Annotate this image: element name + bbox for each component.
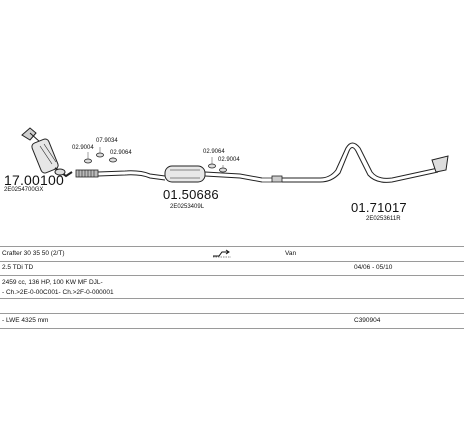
info-row-engine: 2.5 TDi TD 04/06 - 05/10	[0, 261, 464, 276]
road-icon	[212, 248, 232, 260]
catalytic-converter-part[interactable]	[21, 127, 73, 178]
clamp-e-label[interactable]: 02.9004	[218, 157, 240, 163]
rear-code-label[interactable]: 01.71017	[351, 200, 407, 215]
catalyst-ref-label: 2E0254700GX	[4, 187, 44, 193]
middle-code-label[interactable]: 01.50686	[163, 187, 219, 202]
years-cell: 04/06 - 05/10	[354, 264, 393, 271]
info-row-blank	[0, 299, 464, 314]
rear-pipe-part[interactable]	[282, 142, 449, 183]
middle-silencer-part[interactable]	[164, 165, 263, 183]
body-type-cell: Van	[285, 250, 297, 257]
clamp-d-label[interactable]: 02.9064	[203, 149, 225, 155]
flex-pipe-part[interactable]	[75, 169, 99, 178]
catalyst-code-label[interactable]: 17.00100	[4, 172, 64, 188]
info-row-model: Crafter 30 35 50 (2/T) Van	[0, 246, 464, 262]
pipe-joint	[262, 175, 283, 183]
middle-ref-label: 2E0253409L	[170, 204, 205, 210]
clamp-b-label[interactable]: 07.9034	[96, 138, 118, 144]
rear-ref-label: 2E0253611R	[366, 216, 401, 222]
exhaust-diagram	[21, 127, 449, 183]
info-row-specs: 2459 cc, 136 HP, 100 KW MF DJL- - Ch.>2E…	[0, 276, 464, 299]
catalog-number-cell: C390904	[354, 317, 381, 324]
specs-cell: 2459 cc, 136 HP, 100 KW MF DJL-	[2, 279, 103, 286]
engine-cell: 2.5 TDi TD	[2, 264, 34, 271]
wheelbase-cell: - LWE 4325 mm	[2, 317, 49, 324]
model-cell: Crafter 30 35 50 (2/T)	[2, 250, 65, 257]
info-row-wheelbase: - LWE 4325 mm C390904	[0, 314, 464, 329]
clamp-icon[interactable]	[84, 152, 227, 173]
clamp-a-label[interactable]: 02.9004	[72, 145, 94, 151]
chassis-cell: - Ch.>2E-0-00C001- Ch.>2F-0-000001	[2, 289, 114, 296]
front-pipe	[97, 170, 166, 181]
clamp-c-label[interactable]: 02.9064	[110, 150, 132, 156]
